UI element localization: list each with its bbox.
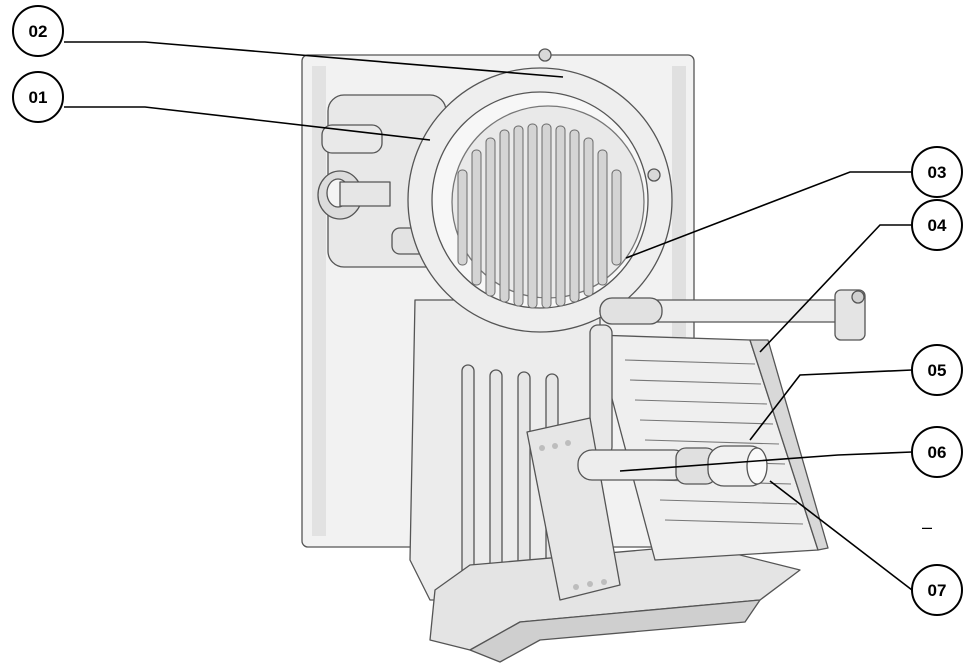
leader-01 <box>64 106 431 141</box>
callout-01-label: 01 <box>29 88 48 107</box>
callout-07-label: 07 <box>928 581 947 600</box>
leader-06 <box>619 451 913 472</box>
callout-02: 02 <box>12 5 64 57</box>
carriage-handle <box>577 445 768 487</box>
callout-01: 01 <box>12 71 64 123</box>
leader-03 <box>625 171 912 259</box>
callout-05-label: 05 <box>928 361 947 380</box>
stray-dash-mark: – <box>922 517 932 537</box>
callout-04-label: 04 <box>928 216 947 235</box>
callout-02-label: 02 <box>29 22 48 41</box>
slicer-machine-illustration <box>301 48 866 663</box>
blade-grille <box>457 123 622 309</box>
callout-06: 06 <box>911 426 963 478</box>
leader-04 <box>759 224 912 353</box>
callout-06-label: 06 <box>928 443 947 462</box>
callout-03-label: 03 <box>928 163 947 182</box>
callout-04: 04 <box>911 199 963 251</box>
callout-05: 05 <box>911 344 963 396</box>
callout-07: 07 <box>911 564 963 616</box>
leader-05 <box>749 369 913 441</box>
callout-03: 03 <box>911 146 963 198</box>
carriage-rod <box>599 289 866 341</box>
leader-lines <box>64 41 913 591</box>
leader-07 <box>769 480 913 591</box>
leader-02 <box>64 41 564 78</box>
